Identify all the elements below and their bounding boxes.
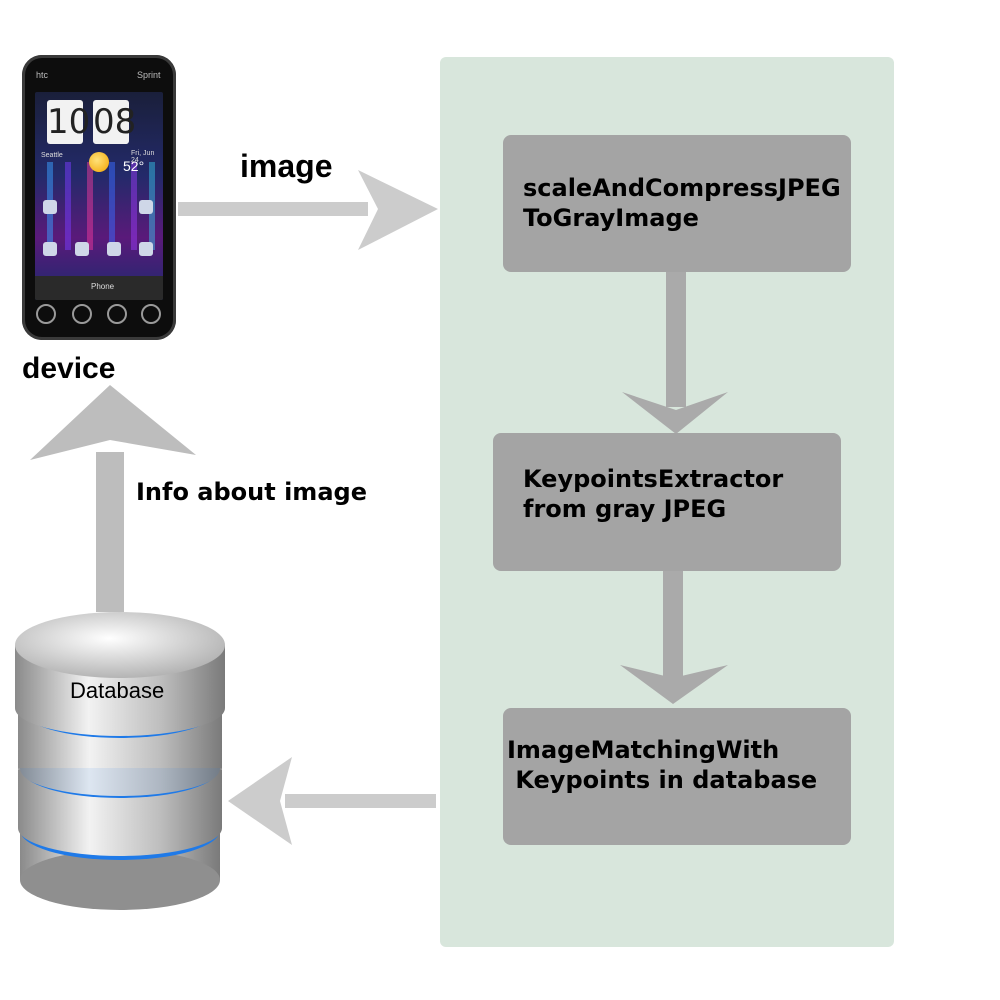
step-3-text: ImageMatchingWith Keypoints in database [507,736,818,794]
arrow-step1-to-step2 [622,272,728,434]
clock-hour: 10 [47,100,91,144]
database-icon [15,612,225,910]
step-keypoints-extractor: KeypointsExtractor from gray JPEG [493,433,841,571]
back-button-icon [107,304,127,324]
phone-date: Fri, Jun 24 [131,150,155,164]
voicemail-app-icon [139,200,153,214]
phone-carrier: Sprint [137,70,161,80]
step-scale-compress: scaleAndCompressJPEG ToGrayImage [503,135,851,272]
arrow-step2-to-step3 [620,571,728,704]
people-app-icon [43,242,57,256]
weather-sun-icon [89,152,109,172]
arrow-panel-to-database [228,757,436,845]
arrow-database-to-device [30,385,196,612]
menu-button-icon [72,304,92,324]
messages-app-icon [43,200,57,214]
mail-app-icon [75,242,89,256]
info-label: Info about image [136,478,367,506]
phone-screen: 10 08 Fri, Jun 24 Seattle 52° Phone [35,92,163,300]
phone-dock: Phone [35,276,163,300]
phone-brand: htc [36,70,49,80]
step-1-text: scaleAndCompressJPEG ToGrayImage [523,174,841,232]
clock-minute: 08 [93,100,137,144]
image-label: image [240,148,333,184]
camera-app-icon [139,242,153,256]
arrow-image-to-panel [178,170,438,250]
home-button-icon [36,304,56,324]
device-label: device [22,352,116,385]
phone-temperature: 52° [123,158,145,174]
phone-city: Seattle [41,152,63,159]
market-app-icon [107,242,121,256]
search-button-icon [141,304,161,324]
database-label: Database [70,678,165,703]
dock-phone-label: Phone [91,282,115,291]
step-image-matching: ImageMatchingWith Keypoints in database [503,708,851,845]
step-2-text: KeypointsExtractor from gray JPEG [523,465,784,523]
